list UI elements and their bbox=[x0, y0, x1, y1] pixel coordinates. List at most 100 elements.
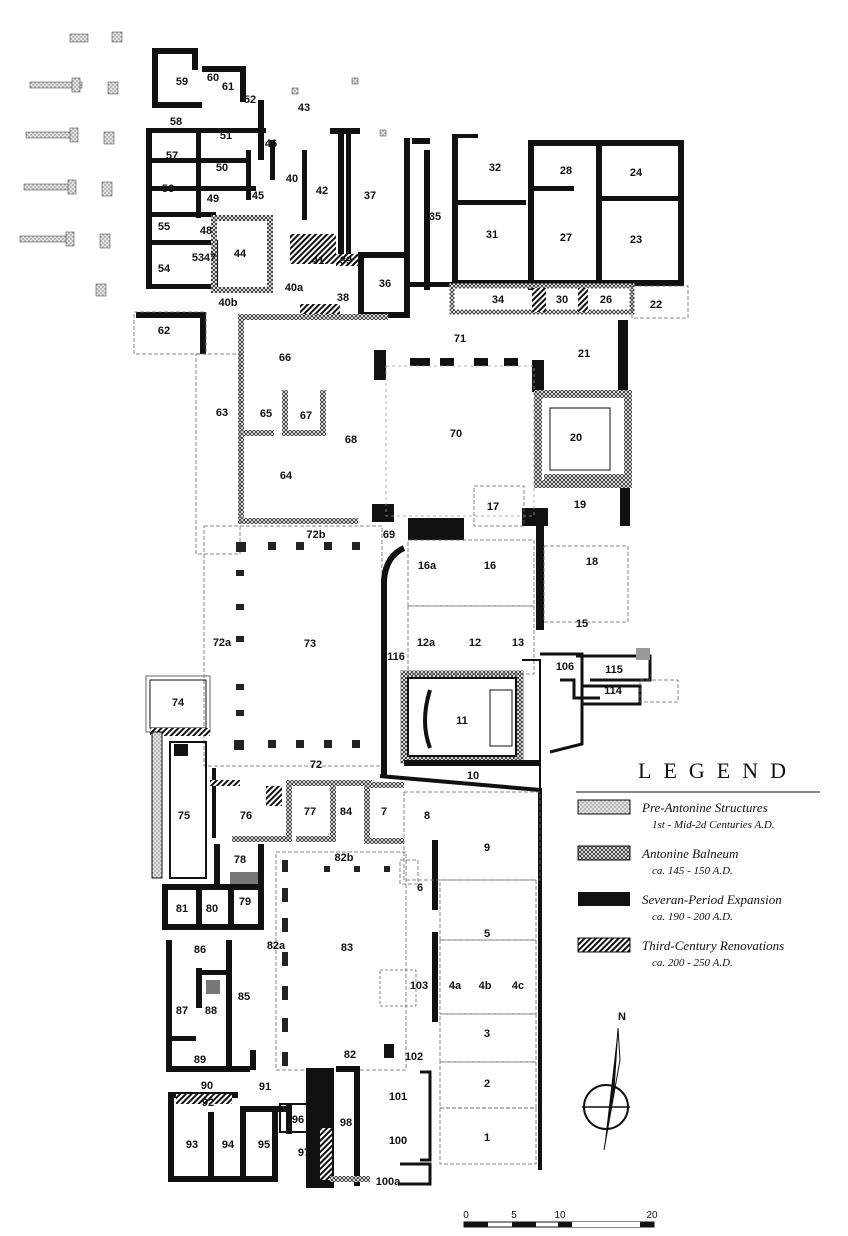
room-label: 5 bbox=[484, 928, 490, 940]
room-label: 98 bbox=[340, 1117, 352, 1129]
room-label: 27 bbox=[560, 232, 572, 244]
room-label: 83 bbox=[341, 942, 353, 954]
room-label: 96 bbox=[292, 1114, 304, 1126]
room-label: 40 bbox=[286, 173, 298, 185]
room-label: 49 bbox=[207, 193, 219, 205]
room-label: 4a bbox=[449, 980, 462, 992]
room-label: 70 bbox=[450, 428, 462, 440]
room-label: 59 bbox=[176, 76, 188, 88]
room-label: 4b bbox=[479, 980, 492, 992]
room-label: 22 bbox=[650, 299, 662, 311]
room-label: 116 bbox=[387, 651, 405, 663]
legend-entry-name: Pre-Antonine Structures bbox=[641, 800, 768, 815]
room-label: 48 bbox=[200, 225, 212, 237]
room-label: 32 bbox=[489, 162, 501, 174]
room-label: 16a bbox=[418, 560, 437, 572]
scale-tick-label: 20 bbox=[646, 1210, 658, 1221]
room-label: 7 bbox=[381, 806, 387, 818]
room-label: 91 bbox=[259, 1081, 271, 1093]
room-label: 17 bbox=[487, 501, 499, 513]
legend-entry-name: Severan-Period Expansion bbox=[642, 892, 782, 907]
room-label: 36 bbox=[379, 278, 391, 290]
room-label: 79 bbox=[239, 896, 251, 908]
legend-title: LEGEND bbox=[638, 758, 798, 783]
room-label: 3 bbox=[484, 1028, 490, 1040]
room-label: 80 bbox=[206, 903, 218, 915]
legend-swatch-stipple bbox=[577, 799, 631, 815]
room-label: 53 bbox=[192, 252, 204, 264]
room-label: 84 bbox=[340, 806, 353, 818]
room-label: 93 bbox=[186, 1139, 198, 1151]
room-label: 51 bbox=[220, 130, 232, 142]
room-label: 82b bbox=[335, 852, 354, 864]
room-label: 76 bbox=[240, 810, 252, 822]
room-label: 92 bbox=[202, 1097, 214, 1109]
room-label: 54 bbox=[158, 263, 171, 275]
scale-tick-label: 0 bbox=[463, 1210, 469, 1221]
room-label: 72a bbox=[213, 637, 232, 649]
room-label: 43 bbox=[298, 102, 310, 114]
north-label: N bbox=[618, 1011, 626, 1023]
room-label: 85 bbox=[238, 991, 250, 1003]
room-label: 57 bbox=[166, 150, 178, 162]
legend-entry-date: ca. 190 - 200 A.D. bbox=[652, 911, 733, 923]
room-label: 34 bbox=[492, 294, 505, 306]
room-label: 31 bbox=[486, 229, 498, 241]
room-label: 82 bbox=[344, 1049, 356, 1061]
room-label: 71 bbox=[454, 333, 466, 345]
room-label: 46 bbox=[265, 138, 277, 150]
room-label: 73 bbox=[304, 638, 316, 650]
room-label: 78 bbox=[234, 854, 246, 866]
room-label: 35 bbox=[429, 211, 441, 223]
room-label: 9 bbox=[484, 842, 490, 854]
room-label: 60 bbox=[207, 72, 219, 84]
room-label: 2 bbox=[484, 1078, 490, 1090]
room-label: 1 bbox=[484, 1132, 490, 1144]
room-label: 89 bbox=[194, 1054, 206, 1066]
room-label: 50 bbox=[216, 162, 228, 174]
legend-entry-name: Antonine Balneum bbox=[641, 846, 738, 861]
room-label: 87 bbox=[176, 1005, 188, 1017]
room-label: 37 bbox=[364, 190, 376, 202]
room-label: 12 bbox=[469, 637, 481, 649]
room-label: 94 bbox=[222, 1139, 235, 1151]
legend-swatch-solid bbox=[578, 892, 630, 906]
room-label: 100a bbox=[376, 1176, 401, 1188]
room-labels: 1 2 3 4a 4b 4c 5 6 7 8 9 10 11 12 12a 13… bbox=[158, 72, 662, 1188]
room-label: 52 bbox=[244, 94, 256, 106]
room-label: 75 bbox=[178, 810, 190, 822]
room-label: 61 bbox=[222, 81, 234, 93]
room-label: 28 bbox=[560, 165, 572, 177]
room-label: 58 bbox=[170, 116, 182, 128]
room-label: 15 bbox=[576, 618, 588, 630]
room-label: 97 bbox=[298, 1147, 310, 1159]
room-label: 38 bbox=[337, 292, 349, 304]
room-label: 42 bbox=[316, 185, 328, 197]
room-label: 21 bbox=[578, 348, 590, 360]
room-label: 20 bbox=[570, 432, 582, 444]
legend-entry-date: 1st - Mid-2d Centuries A.D. bbox=[652, 819, 775, 831]
room-label: 65 bbox=[260, 408, 272, 420]
room-label: 115 bbox=[605, 664, 623, 676]
room-label: 44 bbox=[234, 248, 247, 260]
room-label: 77 bbox=[304, 806, 316, 818]
room-label: 23 bbox=[630, 234, 642, 246]
room-label: 56 bbox=[162, 183, 174, 195]
room-label: 55 bbox=[158, 221, 170, 233]
room-label: 39 bbox=[340, 255, 352, 267]
room-label: 13 bbox=[512, 637, 524, 649]
room-label: 63 bbox=[216, 407, 228, 419]
room-label: 74 bbox=[172, 697, 185, 709]
room-label: 86 bbox=[194, 944, 206, 956]
room-label: 66 bbox=[279, 352, 291, 364]
room-label: 95 bbox=[258, 1139, 270, 1151]
room-label: 47 bbox=[204, 252, 216, 264]
room-label: 81 bbox=[176, 903, 188, 915]
room-label: 90 bbox=[201, 1080, 213, 1092]
legend-entry-date: ca. 200 - 250 A.D. bbox=[652, 957, 733, 969]
room-label: 26 bbox=[600, 294, 612, 306]
scale-tick-label: 5 bbox=[511, 1210, 517, 1221]
room-label: 68 bbox=[345, 434, 357, 446]
room-label: 16 bbox=[484, 560, 496, 572]
